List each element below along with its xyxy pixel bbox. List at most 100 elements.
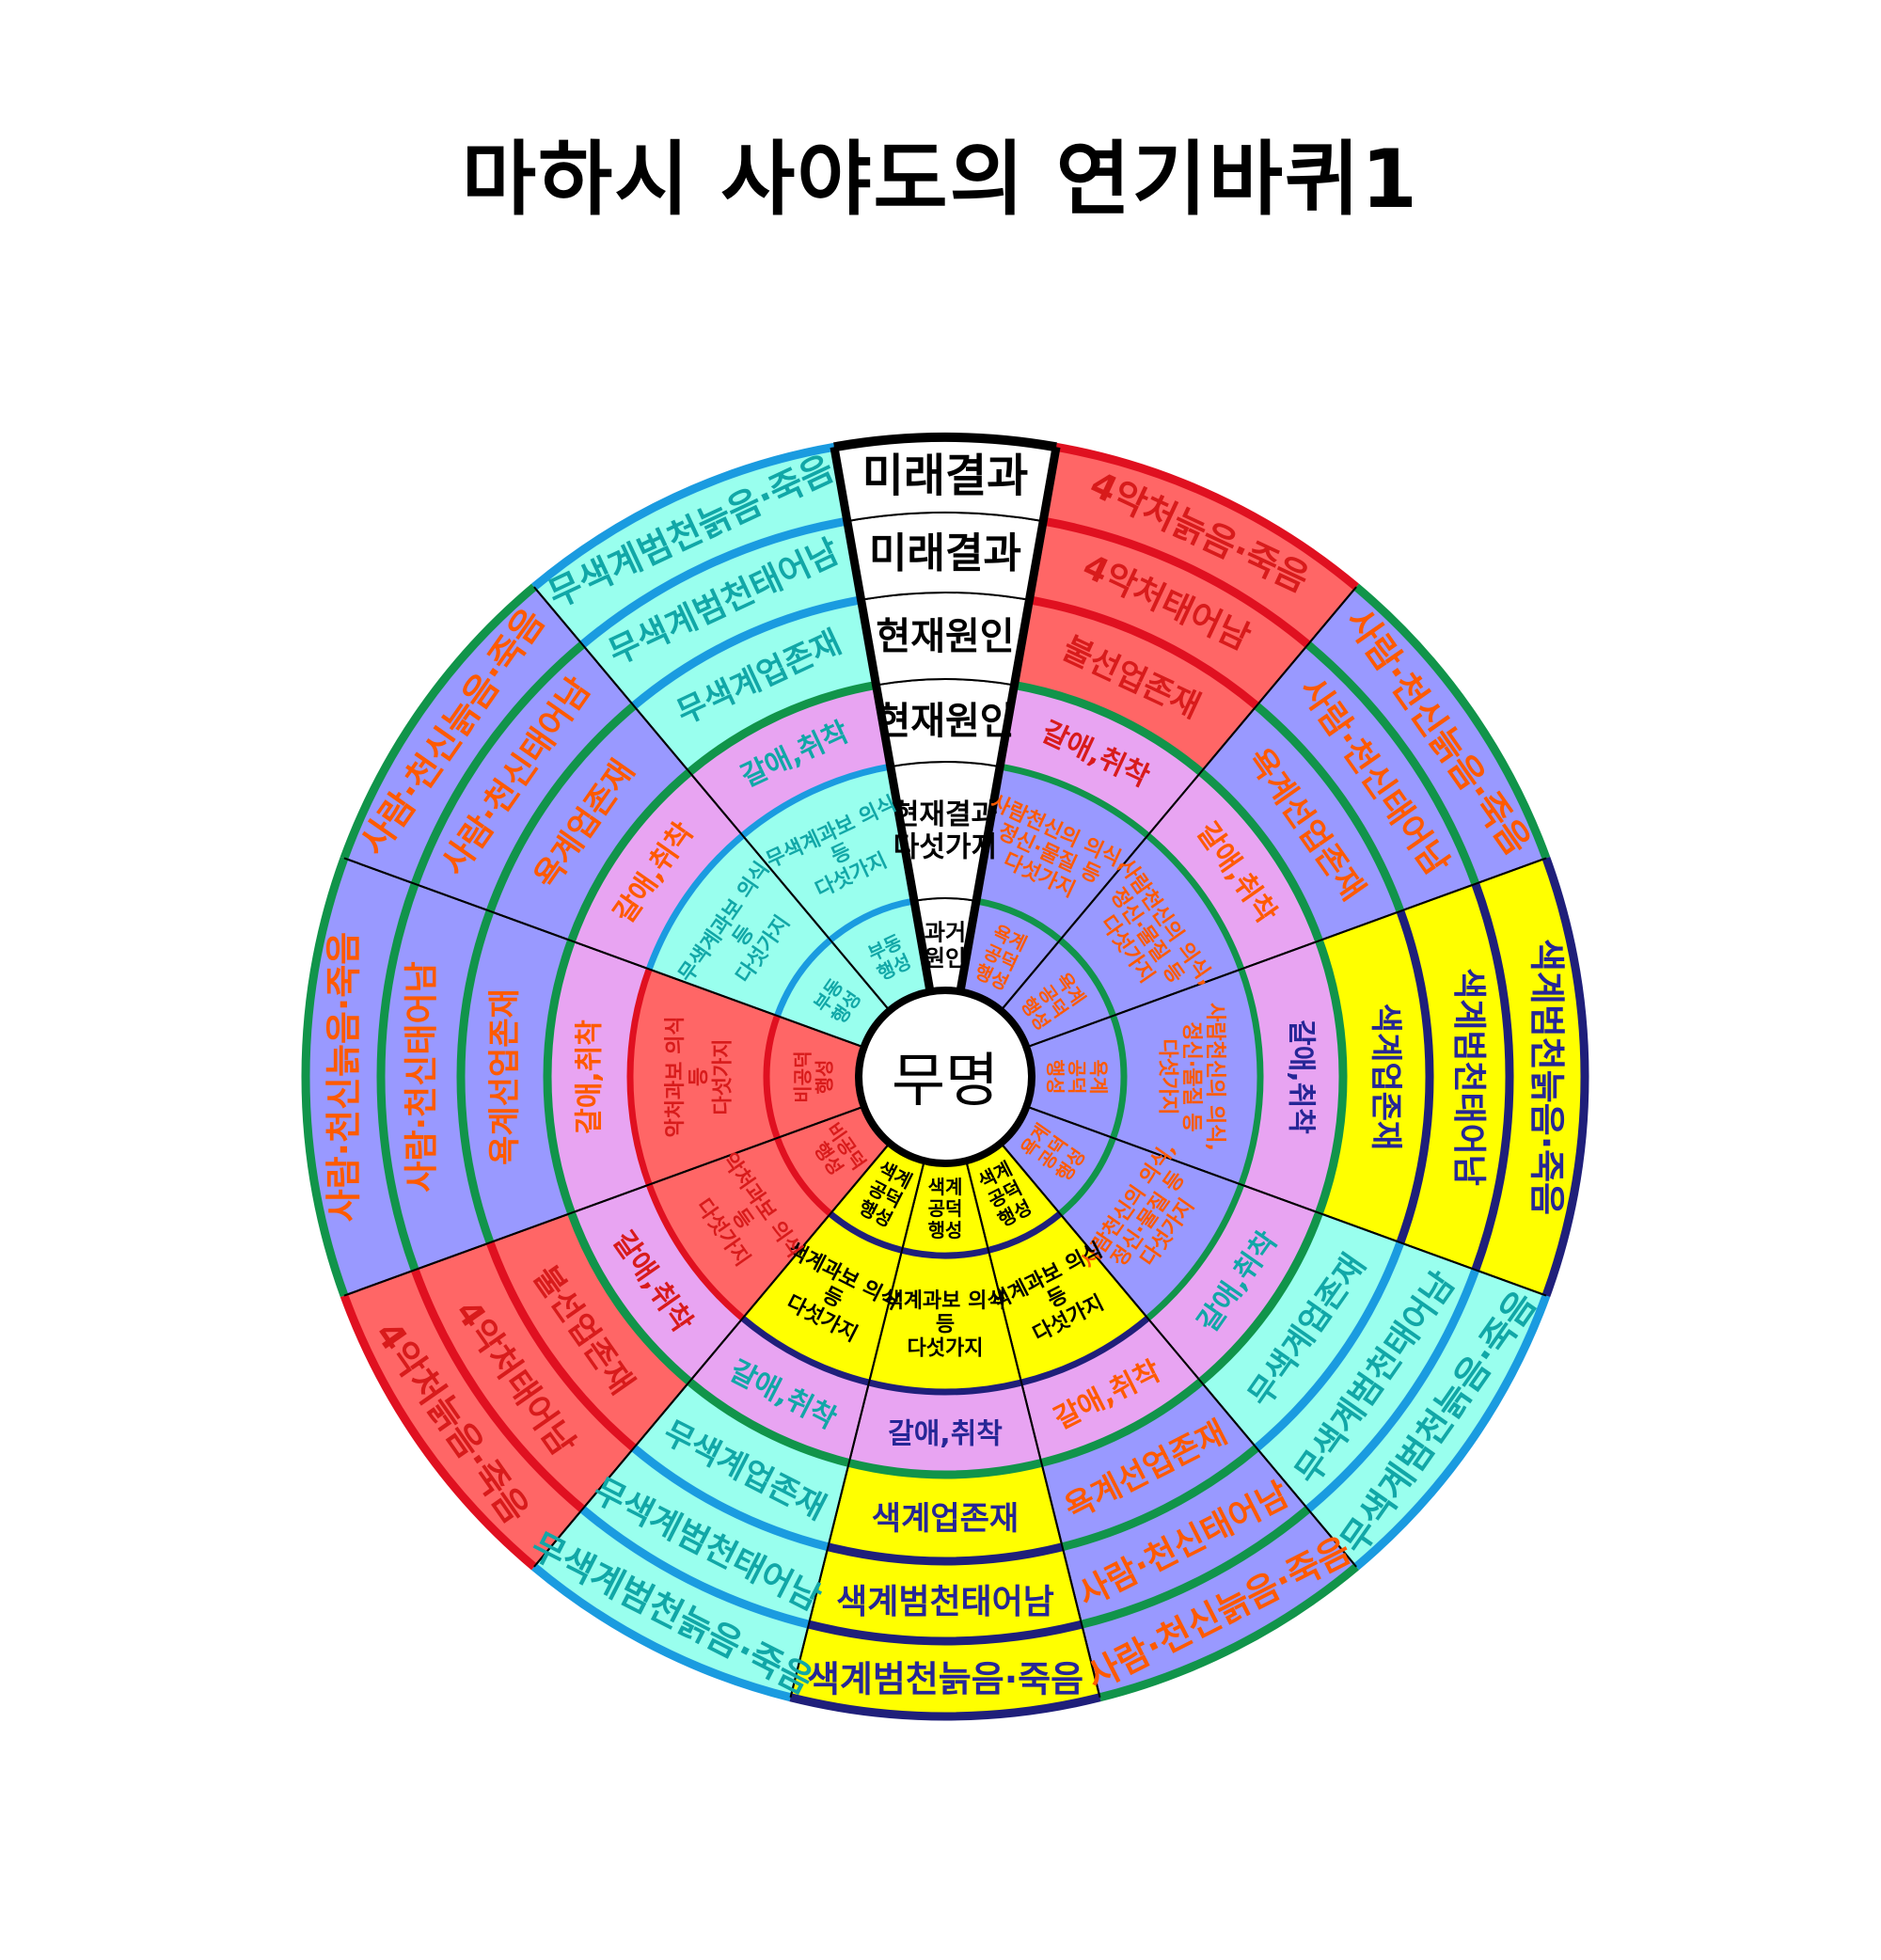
sector-6-ring-1-arc [868, 1379, 1022, 1396]
wheel-center: 무명 [855, 987, 1035, 1167]
sector-3-ring-1-label: 사람천신의 의식,정신·물질 등다섯가지 [1156, 1003, 1227, 1151]
sector-0-ring-2-label: 현재원인 [876, 700, 1014, 743]
divider-line-7 [789, 1159, 926, 1699]
sector-7-ring-4-arc [579, 1506, 810, 1629]
sector-7-ring-3-arc [631, 1445, 830, 1552]
sector-4-ring-2-arc [1198, 1211, 1323, 1385]
sector-6-ring-3-arc [827, 1542, 1064, 1566]
sector-0-ring-3-label: 현재원인 [876, 615, 1014, 658]
divider-line-10 [343, 857, 866, 1050]
sector-6-ring-5-arc [789, 1693, 1101, 1721]
sector-7-ring-1-arc [740, 1315, 870, 1386]
page-title: 마하시 사야도의 연기바퀴1 [461, 133, 1420, 227]
sector-6-ring-0-arc [901, 1246, 989, 1259]
sector-2-ring-3-arc [1254, 703, 1405, 913]
divider-line-6 [964, 1159, 1101, 1699]
sector-8-ring-4-arc [410, 1268, 586, 1513]
sector-5-ring-4-arc [1081, 1506, 1311, 1629]
sector-3-ring-4-label: 색계범천태어남 [1449, 968, 1488, 1186]
sector-11-ring-4-arc [579, 516, 848, 648]
sector-3-ring-2-label: 갈애,취착 [1285, 1020, 1318, 1134]
sector-3-ring-3-label: 색계업존재 [1367, 1004, 1404, 1150]
sector-8-ring-0-arc [774, 1136, 833, 1217]
divider-line-0 [830, 446, 935, 995]
sector-9-ring-3-label: 욕계선업존재 [486, 988, 524, 1165]
divider-line-1 [956, 446, 1061, 995]
sector-5-ring-5-arc [1099, 1563, 1359, 1702]
sector-4-ring-1-arc [1146, 1183, 1245, 1321]
sector-8-ring-2-arc [567, 1211, 692, 1385]
sector-5-ring-3-arc [1061, 1445, 1259, 1552]
sector-3-ring-4-arc [1471, 882, 1514, 1272]
sector-5-ring-1-arc [1020, 1315, 1150, 1386]
divider-line-11 [533, 586, 892, 1013]
sector-9-ring-4-label: 사람·천신태어남 [403, 961, 441, 1193]
sector-10-ring-0-arc [774, 937, 833, 1018]
sector-9-ring-5-arc [301, 856, 349, 1298]
divider-line-3 [1024, 857, 1547, 1050]
sector-10-ring-2-arc [567, 768, 692, 942]
wheel-divider-lines [301, 433, 1589, 1721]
sector-10-ring-5-arc [340, 583, 537, 860]
sector-6-ring-4-arc [807, 1620, 1083, 1646]
sector-2-ring-5-arc [1353, 583, 1551, 860]
sector-8-ring-5-arc [340, 1294, 537, 1571]
sector-9-ring-0-arc [763, 1014, 781, 1140]
top-column-outer-arc [833, 433, 1057, 452]
sector-6-ring-3-label: 색계업존재 [872, 1500, 1019, 1538]
sector-8-ring-3-arc [485, 1241, 637, 1451]
sector-7-ring-0-arc [828, 1210, 903, 1254]
sector-2-ring-4-arc [1304, 640, 1480, 886]
sector-3-ring-2-arc [1315, 939, 1348, 1215]
center-circle [855, 987, 1035, 1167]
sector-9-ring-3-arc [456, 909, 495, 1244]
sector-1-ring-5-arc [1055, 442, 1359, 591]
sector-10-ring-4-arc [410, 640, 586, 886]
sector-11-ring-3-arc [631, 595, 862, 709]
sector-9-ring-2-arc [543, 939, 576, 1215]
sector-11-ring-1-arc [740, 763, 892, 839]
sector-6-ring-4-label: 색계범천태어남 [836, 1583, 1054, 1621]
sector-1-ring-0-arc [975, 897, 1063, 943]
sector-4-ring-5-arc [1353, 1294, 1551, 1571]
divider-line-9 [343, 1104, 866, 1297]
sector-2-ring-2-arc [1198, 768, 1323, 942]
divider-line-2 [999, 586, 1357, 1013]
sector-9-ring-1-label: 악처과보 의식등다섯가지 [664, 1016, 735, 1137]
sector-2-ring-1-arc [1146, 832, 1245, 971]
sector-3-ring-0-label: 욕계공덕행성 [1044, 1060, 1110, 1095]
sector-11-ring-2-arc [687, 680, 877, 776]
sector-3-ring-1-arc [1238, 968, 1264, 1186]
sector-1-ring-3-arc [1028, 595, 1259, 709]
sector-7-ring-5-arc [531, 1563, 792, 1702]
sector-1-ring-1-arc [999, 763, 1150, 839]
sector-5-ring-0-arc [988, 1210, 1063, 1254]
sector-5-ring-2-arc [1040, 1378, 1204, 1467]
divider-line-4 [1024, 1104, 1547, 1297]
sector-11-ring-5-arc [531, 442, 835, 591]
sector-9-ring-5-label: 사람·천신늙음·죽음 [323, 932, 364, 1223]
sector-10-ring-3-arc [485, 703, 637, 913]
sector-9-ring-4-arc [376, 882, 419, 1272]
sector-11-ring-0-arc [828, 897, 915, 943]
sector-6-ring-2-arc [847, 1459, 1043, 1479]
sector-6-ring-5-label: 색계범천늙음·죽음 [807, 1658, 1083, 1699]
sector-4-ring-0-arc [1057, 1136, 1116, 1217]
sector-3-ring-5-arc [1541, 856, 1589, 1298]
divider-line-5 [999, 1141, 1357, 1568]
sector-1-ring-2-arc [1013, 680, 1204, 776]
sector-6-ring-2-label: 갈애,취착 [888, 1418, 1003, 1451]
sector-9-ring-0-label: 비공덕행성 [792, 1051, 836, 1102]
sector-9-ring-1-arc [626, 968, 653, 1186]
sector-4-ring-4-arc [1304, 1268, 1480, 1513]
sector-4-ring-3-arc [1254, 1241, 1405, 1451]
sector-8-ring-1-arc [645, 1183, 745, 1321]
sector-3-ring-3-arc [1396, 909, 1434, 1244]
sector-10-ring-1-arc [645, 832, 745, 971]
sector-3-ring-5-label: 색계범천늙음·죽음 [1526, 939, 1568, 1215]
